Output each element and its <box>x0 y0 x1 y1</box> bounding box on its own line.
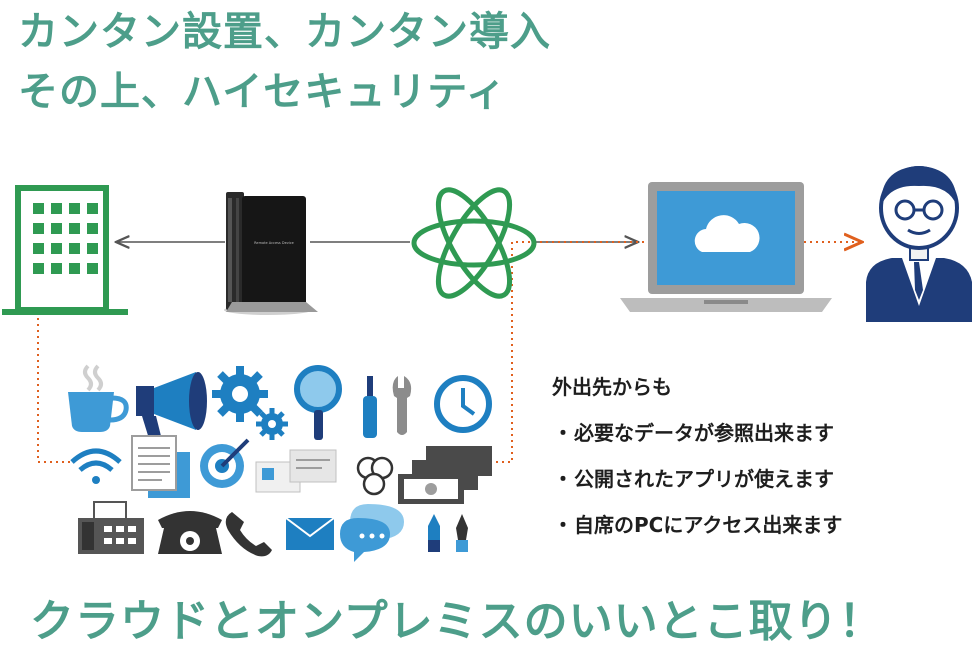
envelope-icon <box>285 517 335 550</box>
wifi-icon <box>70 448 122 484</box>
magnifier-icon <box>294 365 342 440</box>
device-label: Remote Access Device <box>254 241 294 245</box>
feature-item-label: 必要なデータが参照出来ます <box>574 421 834 445</box>
footer-tagline: クラウドとオンプレミスのいいとこ取り！ <box>30 596 884 647</box>
feature-title: 外出先からも <box>552 375 672 399</box>
clock-icon <box>434 375 492 433</box>
pencil-pen-icon <box>428 514 468 552</box>
bullet: ・ <box>553 421 573 445</box>
feature-list: 外出先からも ・必要なデータが参照出来ます ・公開されたアプリが使えます ・自席… <box>552 364 842 548</box>
megaphone-icon <box>136 372 207 442</box>
feature-item: ・公開されたアプリが使えます <box>552 456 842 502</box>
target-icon <box>200 438 250 488</box>
laptop-cloud-icon <box>620 182 832 312</box>
fax-icon <box>78 501 144 554</box>
bullet: ・ <box>553 513 573 537</box>
feature-item: ・自席のPCにアクセス出来ます <box>552 502 842 548</box>
id-card-icon <box>255 449 337 493</box>
handset-icon <box>225 512 272 557</box>
coffee-cup-icon <box>68 364 129 432</box>
document-icon <box>131 435 190 498</box>
server-device-icon: Remote Access Device <box>224 192 318 315</box>
office-building-icon <box>2 185 128 315</box>
coins-icon <box>356 456 394 496</box>
tools-icon <box>363 376 412 438</box>
chat-bubble-icon <box>340 504 404 562</box>
feature-item: ・必要なデータが参照出来ます <box>552 410 842 456</box>
bullet: ・ <box>553 467 573 491</box>
businessman-icon <box>866 166 972 322</box>
headline-line-1: カンタン設置、カンタン導入 <box>18 9 551 55</box>
feature-item-label: 自席のPCにアクセス出来ます <box>574 513 843 537</box>
gear-icon <box>212 366 288 440</box>
rotary-phone-icon <box>158 511 222 554</box>
feature-item-label: 公開されたアプリが使えます <box>574 467 834 491</box>
headline-line-2: その上、ハイセキュリティ <box>18 69 507 115</box>
banknotes-icon <box>398 446 492 504</box>
network-orbit-icon <box>411 187 537 299</box>
